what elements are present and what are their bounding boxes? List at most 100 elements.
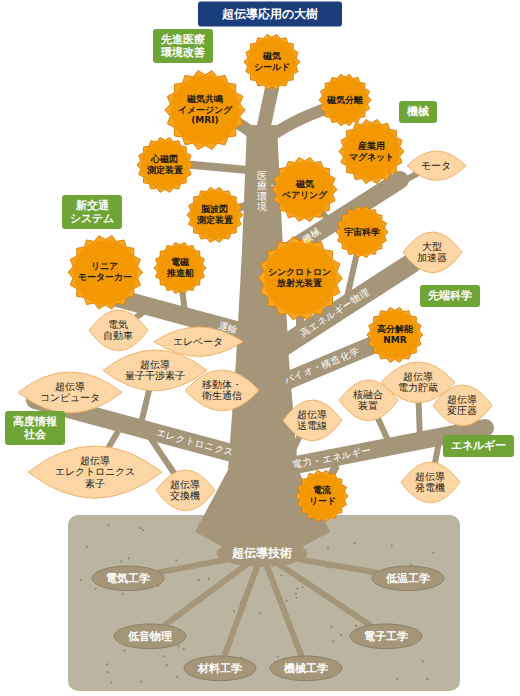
root-line: [267, 566, 301, 656]
root-oval: 機械工学: [270, 656, 342, 681]
category-box: 先端科学: [420, 285, 480, 306]
node-text: 電子工学: [364, 630, 408, 643]
root-line: [165, 565, 245, 625]
root-oval: 低音物理: [114, 624, 186, 649]
soil-dot: [162, 655, 164, 657]
leaf-node: 電気 自動車: [89, 310, 148, 351]
leaf-shape: [403, 232, 462, 273]
node-text: 機械工学: [284, 662, 328, 675]
flower-center: [323, 78, 368, 123]
flower-petals: [68, 235, 143, 308]
root-ellipse: [217, 540, 307, 566]
node-text: 磁気 シールド: [254, 51, 290, 73]
root-line: [160, 560, 224, 572]
node-text: 磁気分離: [327, 95, 363, 106]
soil-dot: [120, 560, 122, 562]
flower-petals: [187, 187, 243, 242]
leaf-node: 超伝導 発電機: [401, 462, 460, 503]
flower-petals: [272, 158, 337, 222]
flower-center: [141, 141, 189, 189]
node-text: 産業用 マグネット: [349, 141, 394, 163]
soil-dot: [176, 676, 178, 678]
leaf-shape: [401, 462, 460, 503]
leaf-shape: [18, 372, 122, 413]
root-oval: 低温工学: [372, 566, 444, 591]
soil-dot: [233, 610, 235, 612]
root-core: 超伝導技術: [217, 540, 307, 566]
soil-dot: [295, 592, 297, 594]
flower-node: シンクロトロン 放射光装置: [258, 236, 342, 320]
node-text: 超伝導 量子干渉素子: [125, 359, 185, 382]
flower-center: [248, 38, 296, 86]
soil-dot: [340, 634, 342, 636]
title-banner: 超伝導応用の大樹: [198, 2, 342, 27]
root-ellipse: [372, 566, 444, 591]
flower-node: 脳波図 測定装置: [187, 187, 243, 243]
node-text: 超伝導 コンピュータ: [40, 381, 100, 404]
leaf-node: 超伝導 コンピュータ: [18, 372, 122, 413]
leaf-node: モータ: [407, 151, 466, 180]
soil-dot: [122, 593, 124, 595]
soil-dot: [208, 578, 210, 580]
node-text: 超伝導 電力貯蔵: [398, 371, 438, 394]
node-text: 超伝導 変圧器: [447, 394, 477, 417]
soil-dot: [422, 660, 424, 662]
leaf-shape: [339, 380, 398, 421]
root-ellipse: [270, 656, 342, 681]
category-box: 高度情報 社会: [5, 411, 65, 445]
leaf-node: 超伝導 変圧器: [433, 385, 492, 426]
leaf-node: 超伝導 エレクトロニクス 素子: [28, 446, 162, 498]
node-text: 新交通 システム: [70, 199, 114, 225]
category-box: エネルギー: [443, 435, 514, 456]
node-text: 電磁 推進船: [167, 257, 194, 279]
root-oval: 電子工学: [350, 624, 422, 649]
root-ellipse: [350, 624, 422, 649]
flower-node: 磁気 ベアリング: [272, 157, 337, 222]
flower-petals: [258, 236, 342, 319]
root-oval: 材料工学: [184, 656, 256, 681]
category-box: 新交通 システム: [62, 195, 122, 229]
flower-node: 磁気 シールド: [244, 34, 300, 90]
flower-center: [73, 240, 137, 304]
soil-dot: [353, 542, 355, 544]
node-text: 高分解能 NMR: [377, 324, 413, 346]
soil-dot: [183, 648, 185, 650]
flower-center: [371, 311, 419, 359]
root-oval: 電気工学: [92, 566, 164, 591]
flower-node: 電磁 推進船: [154, 242, 206, 294]
flower-center: [344, 124, 400, 180]
root-ellipse: [184, 656, 256, 681]
node-text: 機械: [407, 105, 429, 118]
soil-dot: [285, 600, 287, 602]
category-box: 先進医療 環境改善: [153, 29, 213, 63]
flower-center: [170, 75, 239, 144]
soil-dot: [107, 671, 109, 673]
leaf-shape: [156, 470, 215, 511]
node-text: 超伝導 交換機: [170, 479, 200, 502]
node-text: 大型 加速器: [417, 241, 447, 264]
soil-dot: [327, 547, 329, 549]
flower-petals: [339, 120, 404, 184]
soil-dot: [107, 524, 109, 526]
root-line: [301, 560, 376, 573]
node-text: 磁気 ベアリング: [282, 179, 327, 201]
leaf-shape: [28, 446, 162, 498]
node-text: リニア モーターカー: [78, 261, 132, 283]
node-text: エネルギー: [451, 439, 506, 452]
node-text: 超伝導 エレクトロニクス 素子: [55, 455, 135, 489]
soil-dot: [106, 663, 108, 665]
soil-dot: [259, 612, 261, 614]
soil-dot: [355, 625, 357, 627]
flower-center: [300, 474, 345, 519]
soil-dot: [426, 678, 428, 680]
node-text: 先端科学: [428, 289, 472, 302]
flower-center: [264, 242, 337, 315]
soil-dot: [166, 664, 168, 666]
node-text: 材料工学: [198, 662, 242, 675]
node-text: 移動体・ 衛生通信: [202, 379, 242, 402]
flower-node: 磁気分離: [319, 74, 371, 126]
flower-center: [340, 210, 385, 255]
node-text: 宇宙科学: [344, 227, 380, 238]
